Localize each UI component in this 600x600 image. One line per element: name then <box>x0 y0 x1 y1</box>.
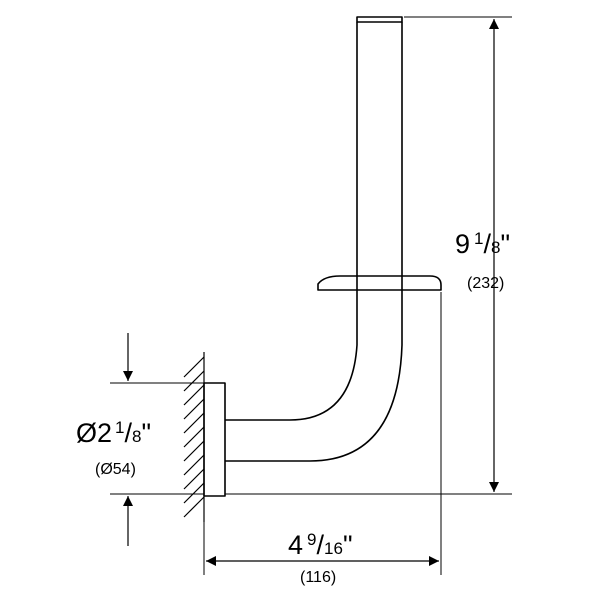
arm-inner-edge <box>225 22 403 462</box>
height-denominator: 8 <box>491 238 500 257</box>
height-whole: 9 <box>455 229 470 259</box>
svg-text:49/16": 49/16" <box>288 530 353 560</box>
svg-text:91/8": 91/8" <box>455 229 510 259</box>
height-unit: " <box>500 229 510 259</box>
wall-rosette <box>203 382 226 497</box>
diameter-denominator: 8 <box>132 427 141 446</box>
extension-lines <box>110 16 512 575</box>
height-numerator: 1 <box>474 229 483 248</box>
height-metric: (232) <box>467 275 504 292</box>
depth-slash: / <box>317 530 325 560</box>
depth-numerator: 9 <box>307 530 316 549</box>
post-cap <box>356 16 403 23</box>
dimension-lines <box>123 19 499 566</box>
wall-hatching <box>183 356 205 518</box>
diameter-numerator: 1 <box>115 418 124 437</box>
depth-denominator: 16 <box>324 539 343 558</box>
arm-outer-edge <box>225 22 358 421</box>
diameter-metric: (Ø54) <box>95 461 136 478</box>
depth-metric: (116) <box>300 569 336 586</box>
diameter-whole: Ø2 <box>76 418 112 448</box>
depth-unit: " <box>343 530 353 560</box>
svg-text:Ø21/8": Ø21/8" <box>76 418 151 448</box>
product-outline <box>203 16 442 497</box>
depth-whole: 4 <box>288 530 303 560</box>
diameter-unit: " <box>141 418 151 448</box>
diameter-slash: / <box>125 418 133 448</box>
roll-stop-disc <box>317 275 442 291</box>
wall-section <box>183 352 205 522</box>
height-slash: / <box>484 229 492 259</box>
